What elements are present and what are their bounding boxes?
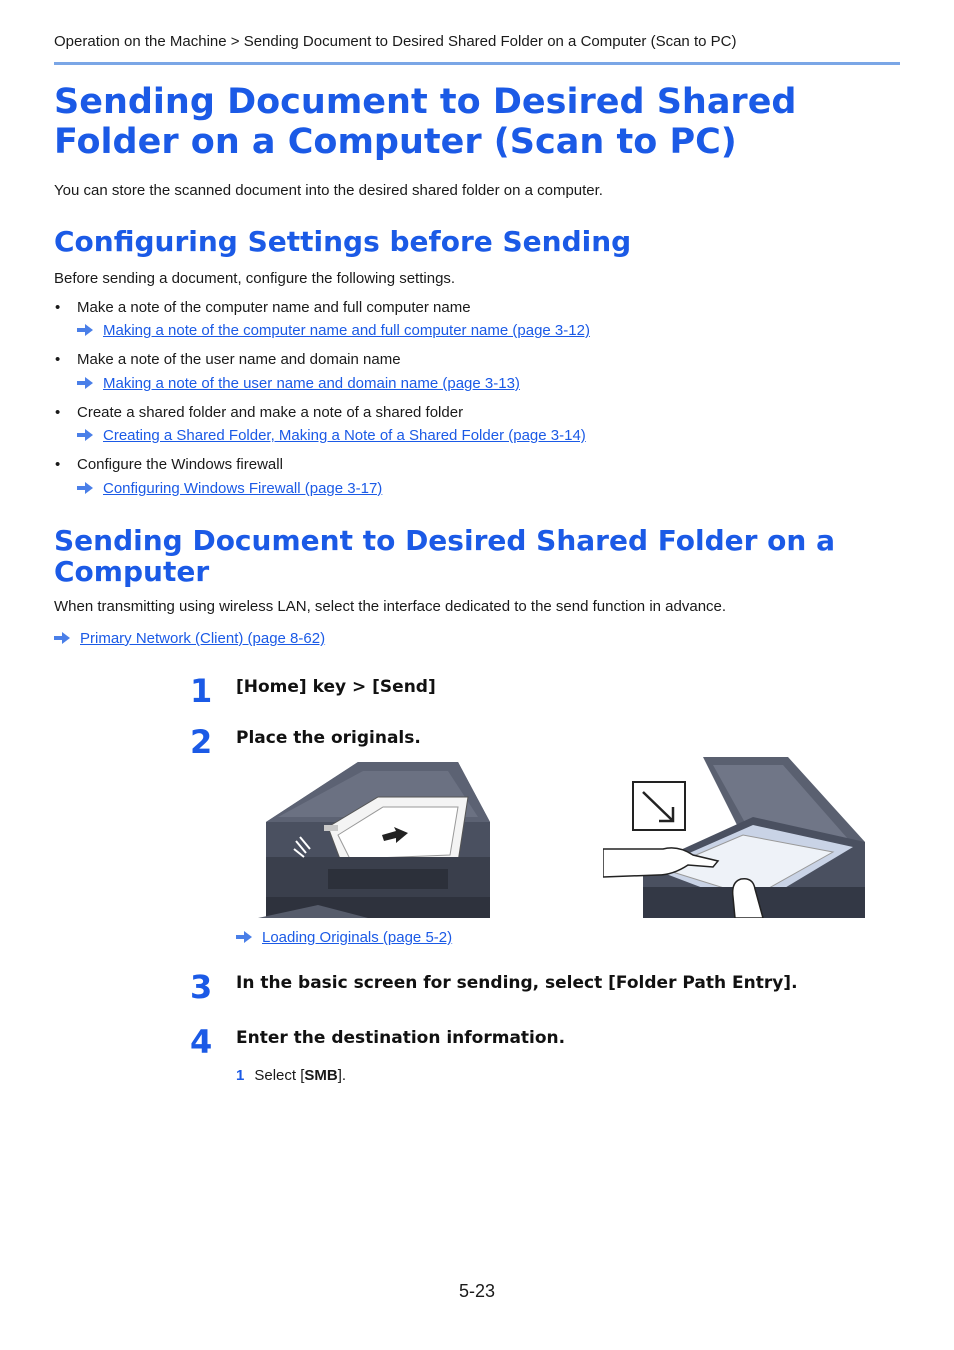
platen-glass-illustration [603,757,879,918]
sub-step-key: SMB [304,1067,338,1084]
list-item: • Make a note of the user name and domai… [55,351,401,368]
page-title: Sending Document to Desired Shared Folde… [54,82,797,162]
step-text: Place the originals. [236,728,421,748]
section-heading-line: Computer [54,555,210,588]
bullet-dot: • [55,299,61,316]
section-lead: When transmitting using wireless LAN, se… [54,598,727,615]
step-number: 4 [190,1023,213,1061]
step-number: 1 [190,672,213,710]
list-item-text: Make a note of the computer name and ful… [77,299,471,316]
intro-text: You can store the scanned document into … [54,182,603,199]
header-divider [54,62,900,65]
sub-step: 1 Select [SMB]. [236,1067,346,1084]
reference-link[interactable]: Primary Network (Client) (page 8-62) [80,630,326,647]
arrow-right-icon [236,931,252,943]
arrow-right-icon [54,632,70,644]
list-item: • Configure the Windows firewall [55,456,283,473]
reference-link[interactable]: Configuring Windows Firewall (page 3-17) [103,480,383,497]
step-number: 3 [190,968,213,1006]
section-lead: Before sending a document, configure the… [54,270,456,287]
step-number: 2 [190,723,213,761]
step-text: In the basic screen for sending, select … [236,973,798,993]
step-text: Enter the destination information. [236,1028,566,1048]
bullet-dot: • [55,456,61,473]
step-text: [Home] key > [Send] [236,677,436,697]
reference-link-row: Primary Network (Client) (page 8-62) [54,630,325,648]
list-item-text: Make a note of the user name and domain … [77,351,401,368]
reference-link-row: Making a note of the computer name and f… [77,322,590,340]
reference-link[interactable]: Making a note of the user name and domai… [103,375,520,392]
section-heading-sending: Sending Document to Desired Shared Folde… [54,525,835,587]
section-heading-line: Sending Document to Desired Shared Folde… [54,524,835,557]
breadcrumb: Operation on the Machine > Sending Docum… [54,33,737,50]
reference-link[interactable]: Creating a Shared Folder, Making a Note … [103,427,586,444]
section-heading-configuring: Configuring Settings before Sending [54,225,632,258]
arrow-right-icon [77,324,93,336]
document-processor-illustration [258,757,492,918]
sub-step-text: Select [ [254,1067,305,1084]
reference-link[interactable]: Loading Originals (page 5-2) [262,929,453,946]
arrow-right-icon [77,429,93,441]
reference-link-row: Loading Originals (page 5-2) [236,929,452,947]
arrow-right-icon [77,482,93,494]
list-item: • Create a shared folder and make a note… [55,404,464,421]
list-item-text: Configure the Windows firewall [77,456,283,473]
reference-link-row: Creating a Shared Folder, Making a Note … [77,427,586,445]
page-number: 5-23 [459,1281,496,1301]
list-item: • Make a note of the computer name and f… [55,299,471,316]
list-item-text: Create a shared folder and make a note o… [77,404,464,421]
bullet-dot: • [55,351,61,368]
reference-link-row: Configuring Windows Firewall (page 3-17) [77,480,382,498]
reference-link[interactable]: Making a note of the computer name and f… [103,322,590,339]
sub-step-text-end: ]. [337,1067,347,1084]
bullet-dot: • [55,404,61,421]
sub-step-number: 1 [236,1067,245,1084]
arrow-right-icon [77,377,93,389]
reference-link-row: Making a note of the user name and domai… [77,375,520,393]
